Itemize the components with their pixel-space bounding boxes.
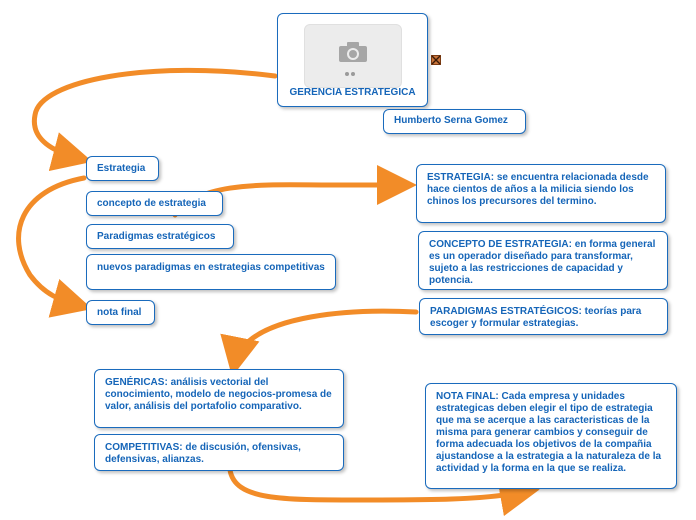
def-competitivas-text: de discusión, ofensivas, defensivas, ali… bbox=[105, 442, 301, 465]
topic-nuevos-paradigmas[interactable]: nuevos paradigmas en estrategias competi… bbox=[86, 254, 336, 290]
arrow-paradigmas-to-genericas bbox=[220, 308, 419, 377]
arrow-root-to-estrategia bbox=[31, 67, 278, 172]
def-concepto[interactable]: CONCEPTO DE ESTRATEGIA: en forma general… bbox=[418, 231, 668, 290]
topic-nota-final[interactable]: nota final bbox=[86, 300, 155, 325]
def-genericas[interactable]: GENÉRICAS: análisis vectorial del conoci… bbox=[94, 369, 344, 428]
root-node[interactable]: GERENCIA ESTRATEGICA bbox=[277, 13, 428, 107]
arrow-competitivas-to-nota bbox=[227, 467, 540, 517]
topic-paradigmas[interactable]: Paradigmas estratégicos bbox=[86, 224, 234, 249]
def-paradigmas-text: teorías para escoger y formular estrateg… bbox=[430, 306, 642, 329]
def-paradigmas-term: PARADIGMAS ESTRATÉGICOS: bbox=[430, 306, 582, 317]
author-name: Humberto Serna Gomez bbox=[394, 115, 508, 126]
topic-nota-final-label: nota final bbox=[97, 307, 142, 318]
author-node[interactable]: Humberto Serna Gomez bbox=[383, 109, 526, 134]
broken-image-icon bbox=[431, 55, 441, 65]
arrow-estrategia-to-nota-final bbox=[16, 175, 93, 318]
topic-estrategia[interactable]: Estrategia bbox=[86, 156, 159, 181]
image-pager-dots bbox=[345, 68, 357, 80]
topic-paradigmas-label: Paradigmas estratégicos bbox=[97, 231, 216, 242]
topic-concepto[interactable]: concepto de estrategia bbox=[86, 191, 223, 216]
camera-icon bbox=[339, 42, 367, 62]
def-paradigmas[interactable]: PARADIGMAS ESTRATÉGICOS: teorías para es… bbox=[419, 298, 668, 335]
def-nota-final[interactable]: NOTA FINAL: Cada empresa y unidades estr… bbox=[425, 383, 677, 489]
def-concepto-term: CONCEPTO DE ESTRATEGIA: bbox=[429, 239, 572, 250]
def-estrategia-text: se encuentra relacionada desde hace cien… bbox=[427, 172, 649, 207]
def-genericas-term: GENÉRICAS: bbox=[105, 377, 168, 388]
def-competitivas-term: COMPETITIVAS: bbox=[105, 442, 183, 453]
def-competitivas[interactable]: COMPETITIVAS: de discusión, ofensivas, d… bbox=[94, 434, 344, 471]
def-nota-final-text: Cada empresa y unidades estrategicas deb… bbox=[436, 391, 662, 474]
root-title: GERENCIA ESTRATEGICA bbox=[289, 87, 416, 98]
topic-concepto-label: concepto de estrategia bbox=[97, 198, 206, 209]
def-estrategia[interactable]: ESTRATEGIA: se encuentra relacionada des… bbox=[416, 164, 666, 223]
topic-nuevos-paradigmas-label: nuevos paradigmas en estrategias competi… bbox=[97, 262, 325, 273]
def-estrategia-term: ESTRATEGIA: bbox=[427, 172, 495, 183]
def-nota-final-term: NOTA FINAL: bbox=[436, 391, 499, 402]
topic-estrategia-label: Estrategia bbox=[97, 163, 146, 174]
root-image-placeholder bbox=[304, 24, 402, 88]
def-genericas-text: análisis vectorial del conocimiento, mod… bbox=[105, 377, 332, 412]
def-concepto-text: en forma general es un operador diseñado… bbox=[429, 239, 656, 286]
